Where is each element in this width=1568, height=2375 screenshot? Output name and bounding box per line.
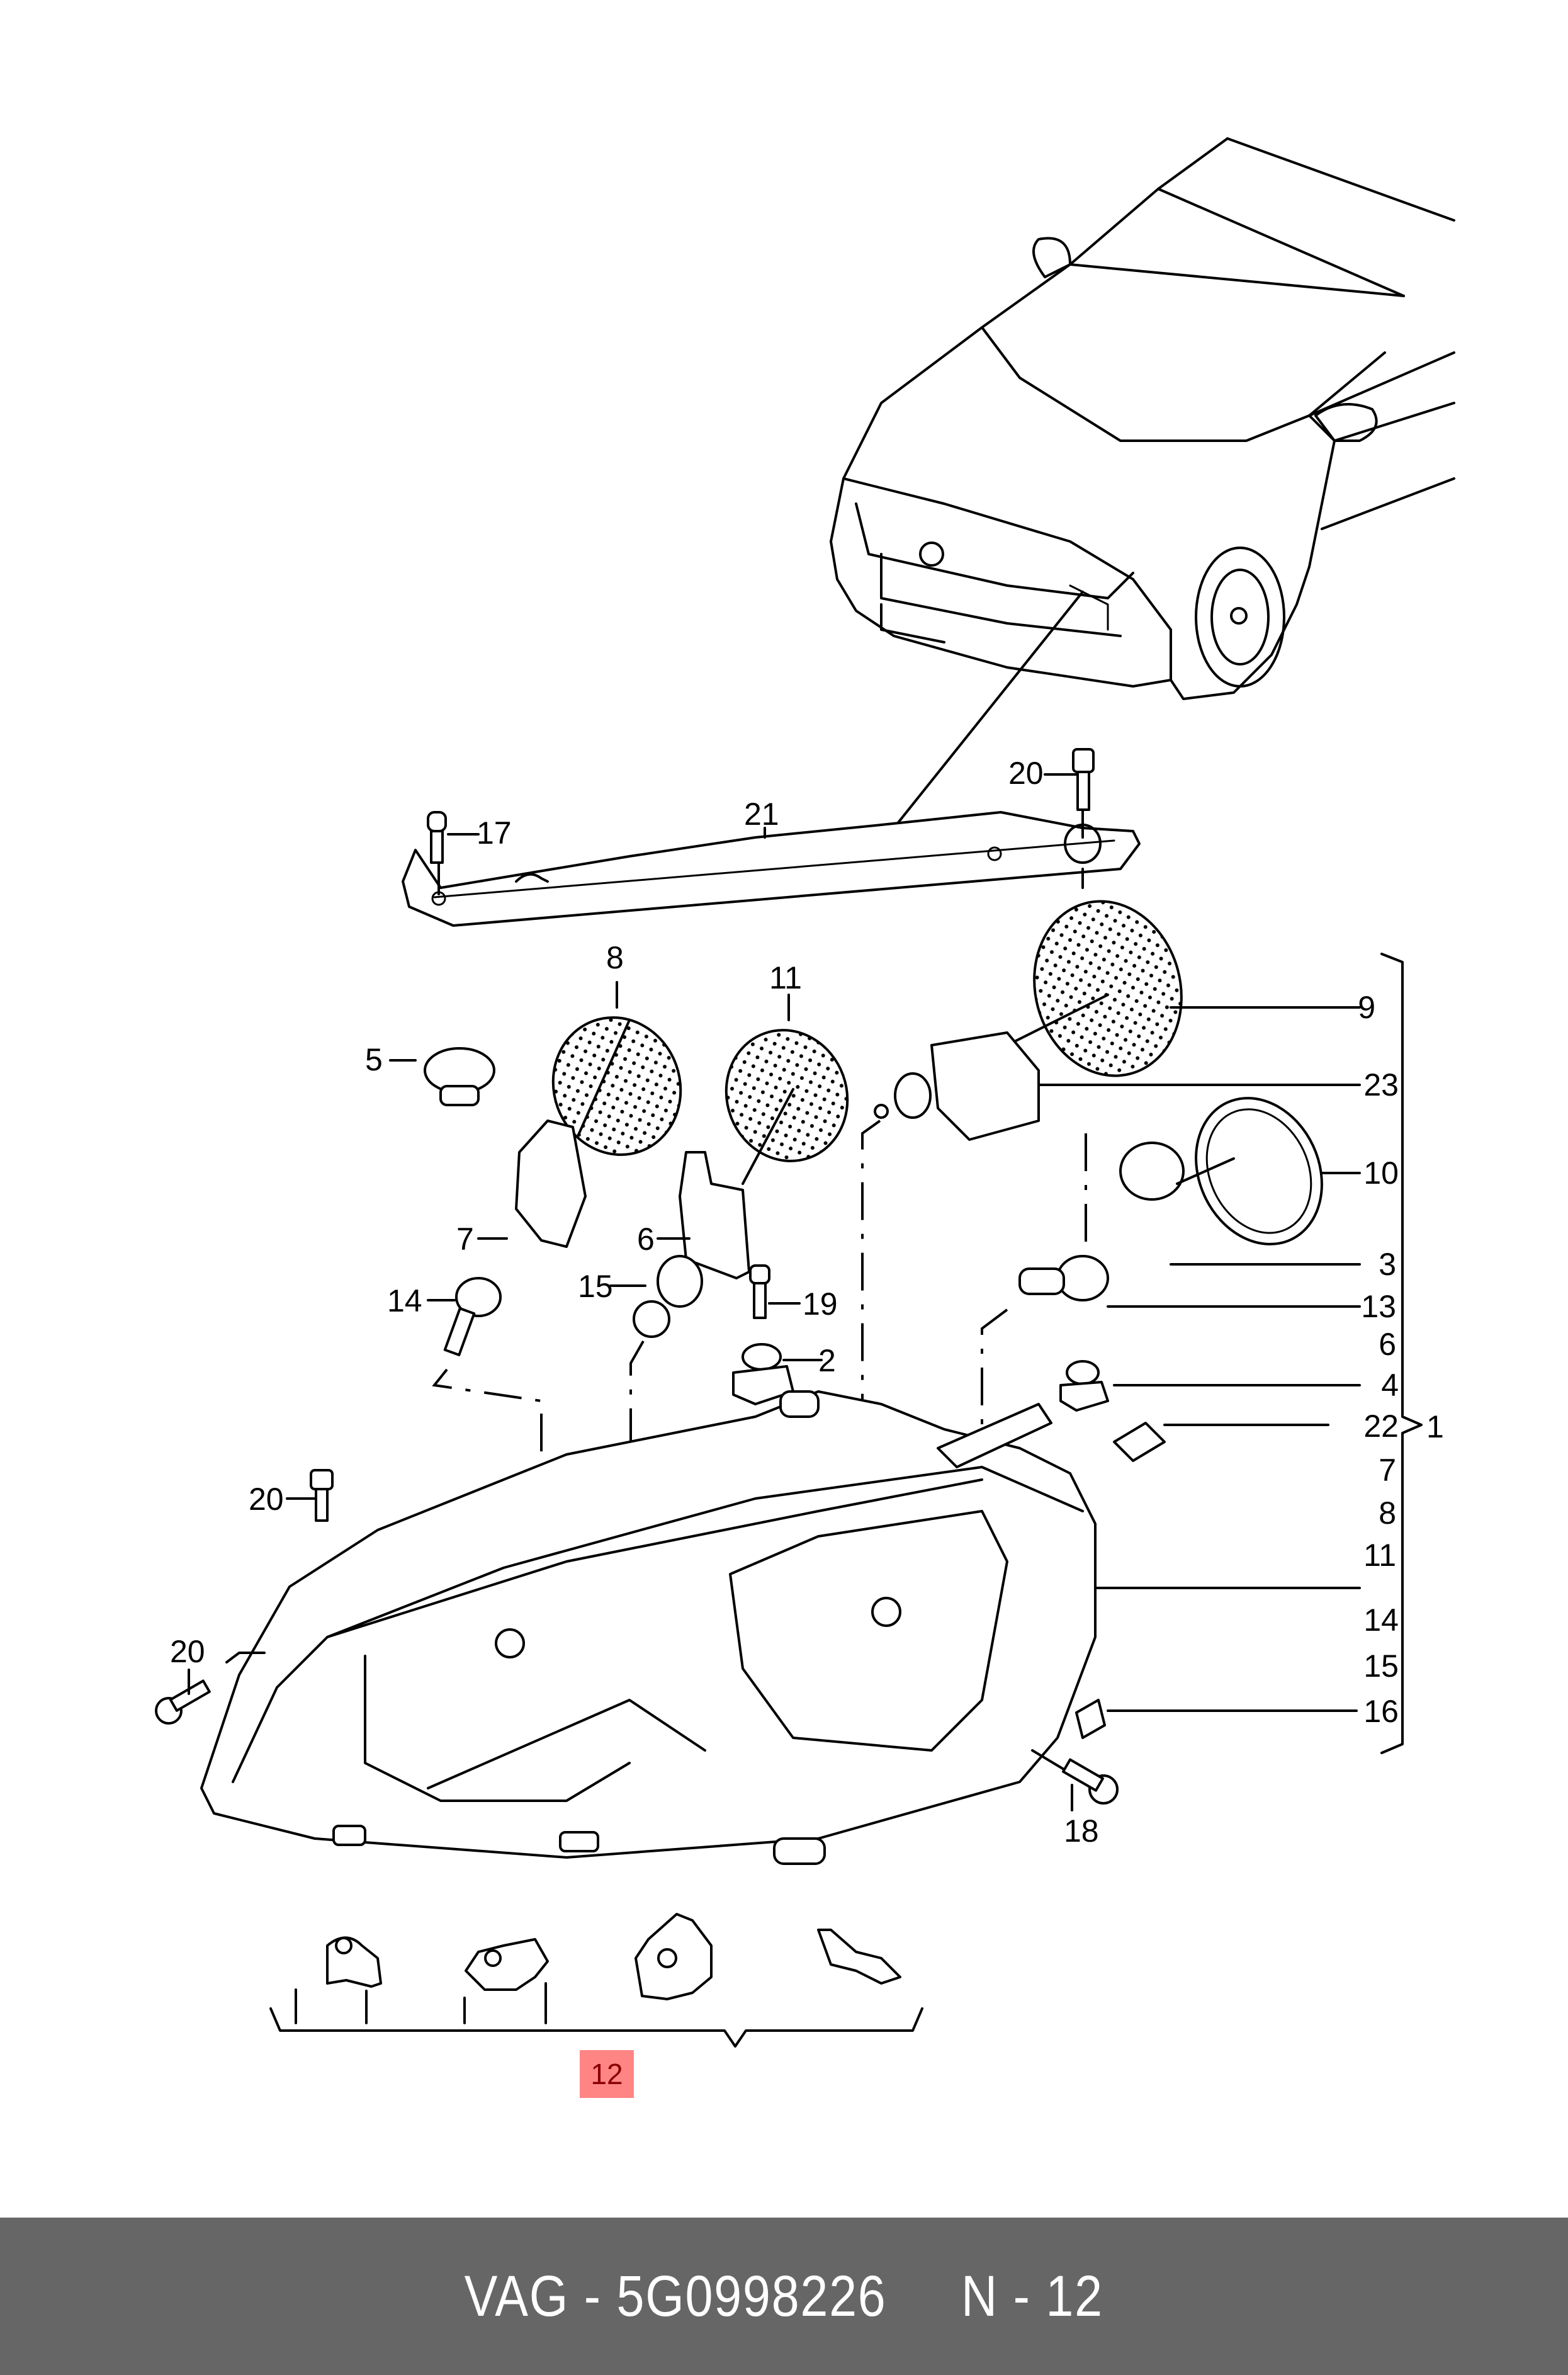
callout-23: 23 xyxy=(1363,1067,1399,1102)
callout-20-mid: 20 xyxy=(249,1482,284,1517)
cover-cap-11 xyxy=(725,994,849,1185)
callout-14-list: 14 xyxy=(1363,1602,1399,1638)
spring-nut-16 xyxy=(1075,1699,1358,1739)
callout-15: 15 xyxy=(578,1269,613,1304)
part-number-label: VAG - 5G0998226 N - 12 xyxy=(464,2264,1104,2328)
callout-8: 8 xyxy=(606,940,624,975)
callout-16: 16 xyxy=(1363,1694,1399,1729)
bulb-13 xyxy=(981,1133,1361,1461)
callout-10: 10 xyxy=(1363,1155,1399,1191)
cover-ring-10 xyxy=(1195,1097,1361,1245)
clip-nut-2 xyxy=(732,1343,823,1405)
callout-21: 21 xyxy=(744,796,779,832)
screw-20-mid xyxy=(286,1469,334,1522)
bracket-21 xyxy=(402,779,1141,927)
repair-kit-12-parts xyxy=(269,1913,923,2048)
car-illustration xyxy=(830,137,1455,845)
bulb-14 xyxy=(427,1277,543,1461)
callout-7-list: 7 xyxy=(1379,1453,1396,1488)
cover-cap-8 xyxy=(551,981,682,1156)
bulb-holder-7 xyxy=(477,1119,587,1248)
callout-13: 13 xyxy=(1361,1289,1396,1324)
callout-17: 17 xyxy=(477,815,512,851)
callout-3: 3 xyxy=(1379,1247,1396,1282)
callout-18: 18 xyxy=(1064,1813,1099,1849)
callout-6: 6 xyxy=(637,1222,655,1257)
highlighted-callout-12[interactable]: 12 xyxy=(580,2050,634,2098)
cover-cap-9 xyxy=(1006,900,1361,1077)
callout-2: 2 xyxy=(818,1343,836,1378)
screw-20-top xyxy=(1044,748,1095,811)
callout-6-list: 6 xyxy=(1379,1327,1396,1362)
callout-15-list: 15 xyxy=(1363,1648,1399,1684)
callout-1: 1 xyxy=(1426,1409,1444,1444)
headlamp-assembly xyxy=(200,1390,1361,1865)
footer-bar: VAG - 5G0998226 N - 12 xyxy=(0,2218,1568,2375)
callout-11: 11 xyxy=(769,960,802,995)
screw-18 xyxy=(1031,1749,1119,1811)
bulb-cap-3 xyxy=(1119,1142,1361,1266)
screw-20-left xyxy=(155,1652,266,1725)
callout-22: 22 xyxy=(1363,1409,1399,1444)
screw-17 xyxy=(427,811,480,864)
callout-7: 7 xyxy=(456,1222,474,1257)
group-bracket-1 xyxy=(1380,953,1423,1754)
bulb-15 xyxy=(609,1255,703,1700)
clip-nut-4 xyxy=(1059,1360,1361,1412)
callout-14: 14 xyxy=(387,1283,422,1318)
callout-20-left: 20 xyxy=(170,1634,205,1669)
screw-19 xyxy=(749,1264,801,1319)
range-control-motor-23 xyxy=(861,1031,1361,1410)
bulb-22 xyxy=(1113,1422,1329,1462)
callout-11-list: 11 xyxy=(1363,1538,1396,1573)
callout-20-top: 20 xyxy=(1008,756,1044,791)
plug-5 xyxy=(389,1047,495,1106)
callout-5: 5 xyxy=(365,1042,383,1077)
callout-19: 19 xyxy=(803,1286,838,1322)
parts-diagram: 21 17 20 8 11 5 7 6 14 15 19 2 20 20 18 … xyxy=(155,137,1455,2048)
callout-8-list: 8 xyxy=(1379,1495,1396,1531)
callout-9: 9 xyxy=(1358,990,1375,1025)
callout-4: 4 xyxy=(1381,1368,1399,1403)
